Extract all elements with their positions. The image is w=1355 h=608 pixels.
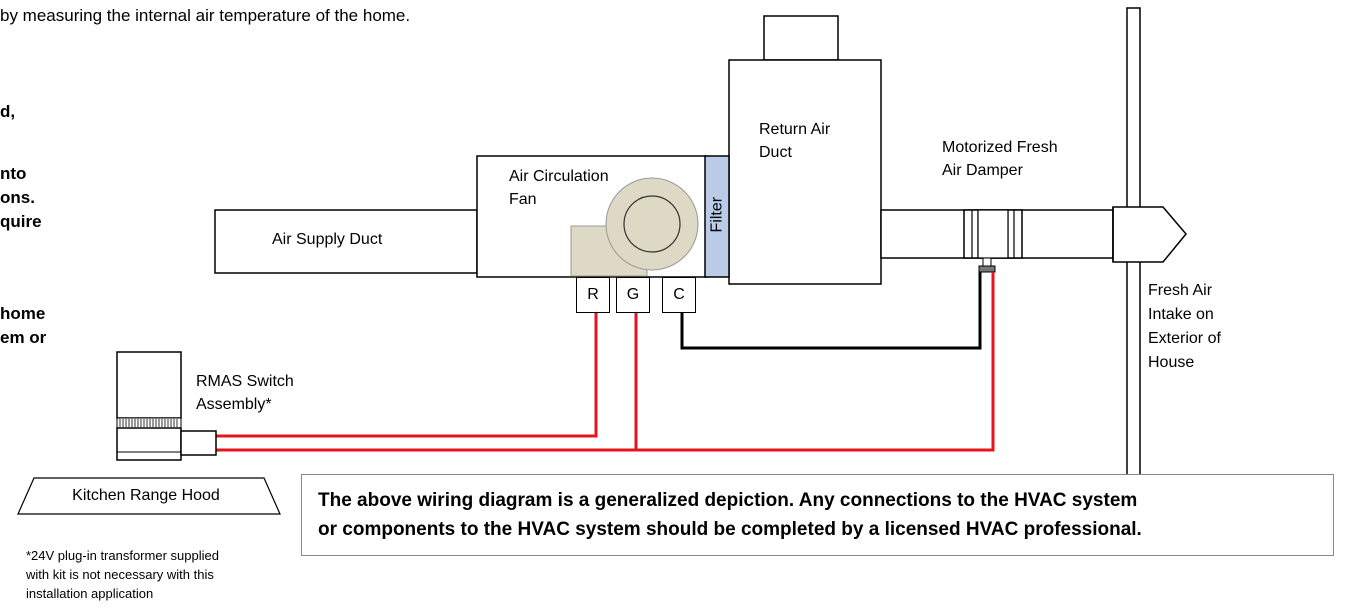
fan-label-1: Air Circulation — [509, 168, 609, 185]
filter-box — [704, 155, 730, 278]
return-air-duct-label-2: Duct — [759, 144, 792, 161]
damper-label-1: Motorized Fresh — [942, 139, 1058, 156]
disclaimer-box: The above wiring diagram is a generalize… — [301, 474, 1334, 556]
intro-fragment-3: ons. — [0, 188, 35, 207]
fan-graphic — [570, 177, 699, 277]
filter-label: Filter — [708, 196, 726, 233]
r-wire — [216, 312, 598, 438]
transformer-note-3: installation application — [26, 586, 154, 601]
return-duct-stub — [763, 15, 839, 61]
rmas-switch-graphic — [116, 351, 217, 461]
damper-label-2: Air Damper — [942, 162, 1023, 179]
transformer-note-2: with kit is not necessary with this — [26, 567, 214, 582]
intake-label-2: Intake on — [1148, 306, 1214, 323]
fan-label-2: Fan — [509, 191, 537, 208]
intake-label-1: Fresh Air — [1148, 282, 1213, 299]
intro-fragment-2: nto — [0, 164, 27, 183]
return-air-duct-label-1: Return Air — [759, 121, 831, 138]
intake-label-3: Exterior of — [1148, 330, 1221, 347]
disclaimer-line-2: or components to the HVAC system should … — [318, 519, 1142, 540]
range-hood-shape — [17, 477, 281, 515]
damper-graphic — [963, 209, 1023, 273]
intro-fragment-6: em or — [0, 328, 47, 347]
intake-label-4: House — [1148, 354, 1195, 371]
common-wire — [680, 272, 982, 350]
intro-fragment-5: home — [0, 304, 46, 323]
return-air-duct-box — [728, 59, 882, 285]
wires — [216, 272, 995, 452]
intro-top-line: by measuring the internal air temperatur… — [0, 6, 411, 25]
intro-fragment-4: quire — [0, 212, 42, 231]
rmas-label-1: RMAS Switch — [196, 373, 294, 390]
damper-wire — [636, 272, 995, 452]
air-supply-duct-box — [214, 209, 478, 274]
transformer-note-1: *24V plug-in transformer supplied — [26, 548, 219, 563]
fresh-air-hood — [1112, 206, 1187, 263]
terminal-g: G — [616, 277, 650, 313]
intro-fragment-1: d, — [0, 102, 16, 121]
range-hood-label: Kitchen Range Hood — [72, 487, 220, 504]
rmas-label-2: Assembly* — [196, 396, 272, 413]
terminal-c: C — [662, 277, 696, 313]
disclaimer-line-1: The above wiring diagram is a generalize… — [318, 490, 1138, 511]
air-supply-duct-label: Air Supply Duct — [272, 231, 383, 248]
terminal-r: R — [576, 277, 610, 313]
